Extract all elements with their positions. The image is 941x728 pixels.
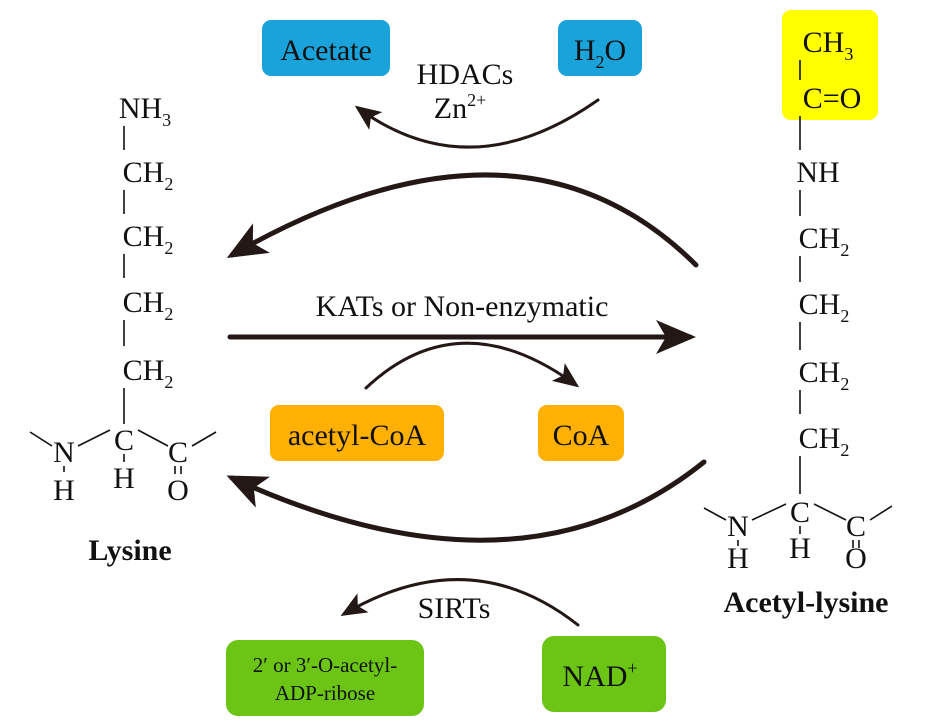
lysine-ch2: CH2 (123, 220, 174, 258)
acetyl-n: N (727, 510, 749, 543)
acetyl-c-carbonyl: C (846, 510, 866, 543)
acetyl-carbonyl: C=O (803, 82, 862, 115)
acetyl-coa-arrow (364, 341, 580, 390)
nad-label: NAD+ (562, 658, 637, 693)
lysine-c-alpha: C (114, 424, 134, 457)
acetyl-ch2: CH2 (799, 222, 850, 260)
acetyl-c-alpha: C (790, 496, 810, 529)
acetyl-bond (813, 503, 847, 521)
adp-ribose-line1: 2′ or 3′-O-acetyl- (253, 653, 397, 677)
sirts-label: SIRTs (418, 592, 491, 625)
acetyl-bond (703, 507, 727, 521)
water-label: H2O (574, 34, 626, 72)
acetyl-coa-label: acetyl-CoA (288, 419, 427, 452)
acetyl-nh-h: H (727, 542, 749, 575)
kats-label: KATs or Non-enzymatic (316, 290, 609, 323)
acetyl-ch2: CH2 (799, 422, 850, 460)
acetate-box-bg (262, 20, 390, 76)
coa-label: CoA (553, 419, 610, 452)
acetyl-bond (869, 505, 893, 521)
adp-ribose-line2: ADP-ribose (275, 681, 375, 705)
water-box-bg (558, 20, 642, 76)
hdacs-label: HDACs (417, 58, 514, 91)
adp-ribose-box: 2′ or 3′-O-acetyl- ADP-ribose (226, 640, 424, 716)
hdac-small-arrow (354, 98, 600, 149)
lysine-n: N (53, 436, 75, 469)
acetyl-group-box-bg (782, 10, 878, 120)
acetyl-ca-h: H (789, 532, 811, 565)
coa-box: CoA (538, 405, 624, 461)
lysine-ch2: CH2 (123, 286, 174, 324)
lysine-bond (77, 429, 111, 447)
lysine-title: Lysine (88, 534, 171, 567)
sirt-deacetylation-arrow (226, 459, 707, 543)
nad-box-bg (542, 636, 666, 712)
adp-ribose-box-bg (226, 640, 424, 716)
acetyl-coa-box-bg (270, 405, 444, 461)
zn-label: Zn2+ (434, 90, 486, 125)
lysine-bond (191, 431, 217, 447)
lysine-nh-h: H (53, 474, 75, 507)
water-box: H2O (558, 20, 642, 76)
deacetylation-arrow (226, 172, 699, 268)
acetyl-ch2: CH2 (799, 288, 850, 326)
coa-box-bg (538, 405, 624, 461)
acetyl-coa-box: acetyl-CoA (270, 405, 444, 461)
acetyl-o: O (845, 542, 867, 575)
lysine-o: O (167, 474, 189, 507)
lysine-ch2: CH2 (123, 156, 174, 194)
acetyl-group-box (782, 10, 878, 120)
acetate-label: Acetate (280, 34, 372, 67)
acetyl-nh: NH (796, 156, 839, 189)
acetyl-lysine-title: Acetyl-lysine (724, 586, 889, 619)
lysine-structure: NH3 CH2 CH2 CH2 CH2 N C C H H O Lysine (29, 92, 217, 567)
lysine-c-carbonyl: C (168, 436, 188, 469)
nad-box: NAD+ (542, 636, 666, 712)
acetyl-bond (751, 503, 787, 521)
lysine-nh3: NH3 (119, 92, 171, 130)
acetyl-ch3: CH3 (803, 26, 854, 64)
lysine-bond (137, 429, 169, 447)
acetyl-lysine-structure: CH3 C=O NH CH2 CH2 CH2 CH2 N C C H H O A… (703, 26, 893, 619)
sirt-small-arrow (340, 578, 580, 627)
lysine-bond (29, 431, 53, 447)
acetate-box: Acetate (262, 20, 390, 76)
lysine-ca-h: H (113, 462, 135, 495)
lysine-ch2: CH2 (123, 354, 174, 392)
acetyl-ch2: CH2 (799, 356, 850, 394)
